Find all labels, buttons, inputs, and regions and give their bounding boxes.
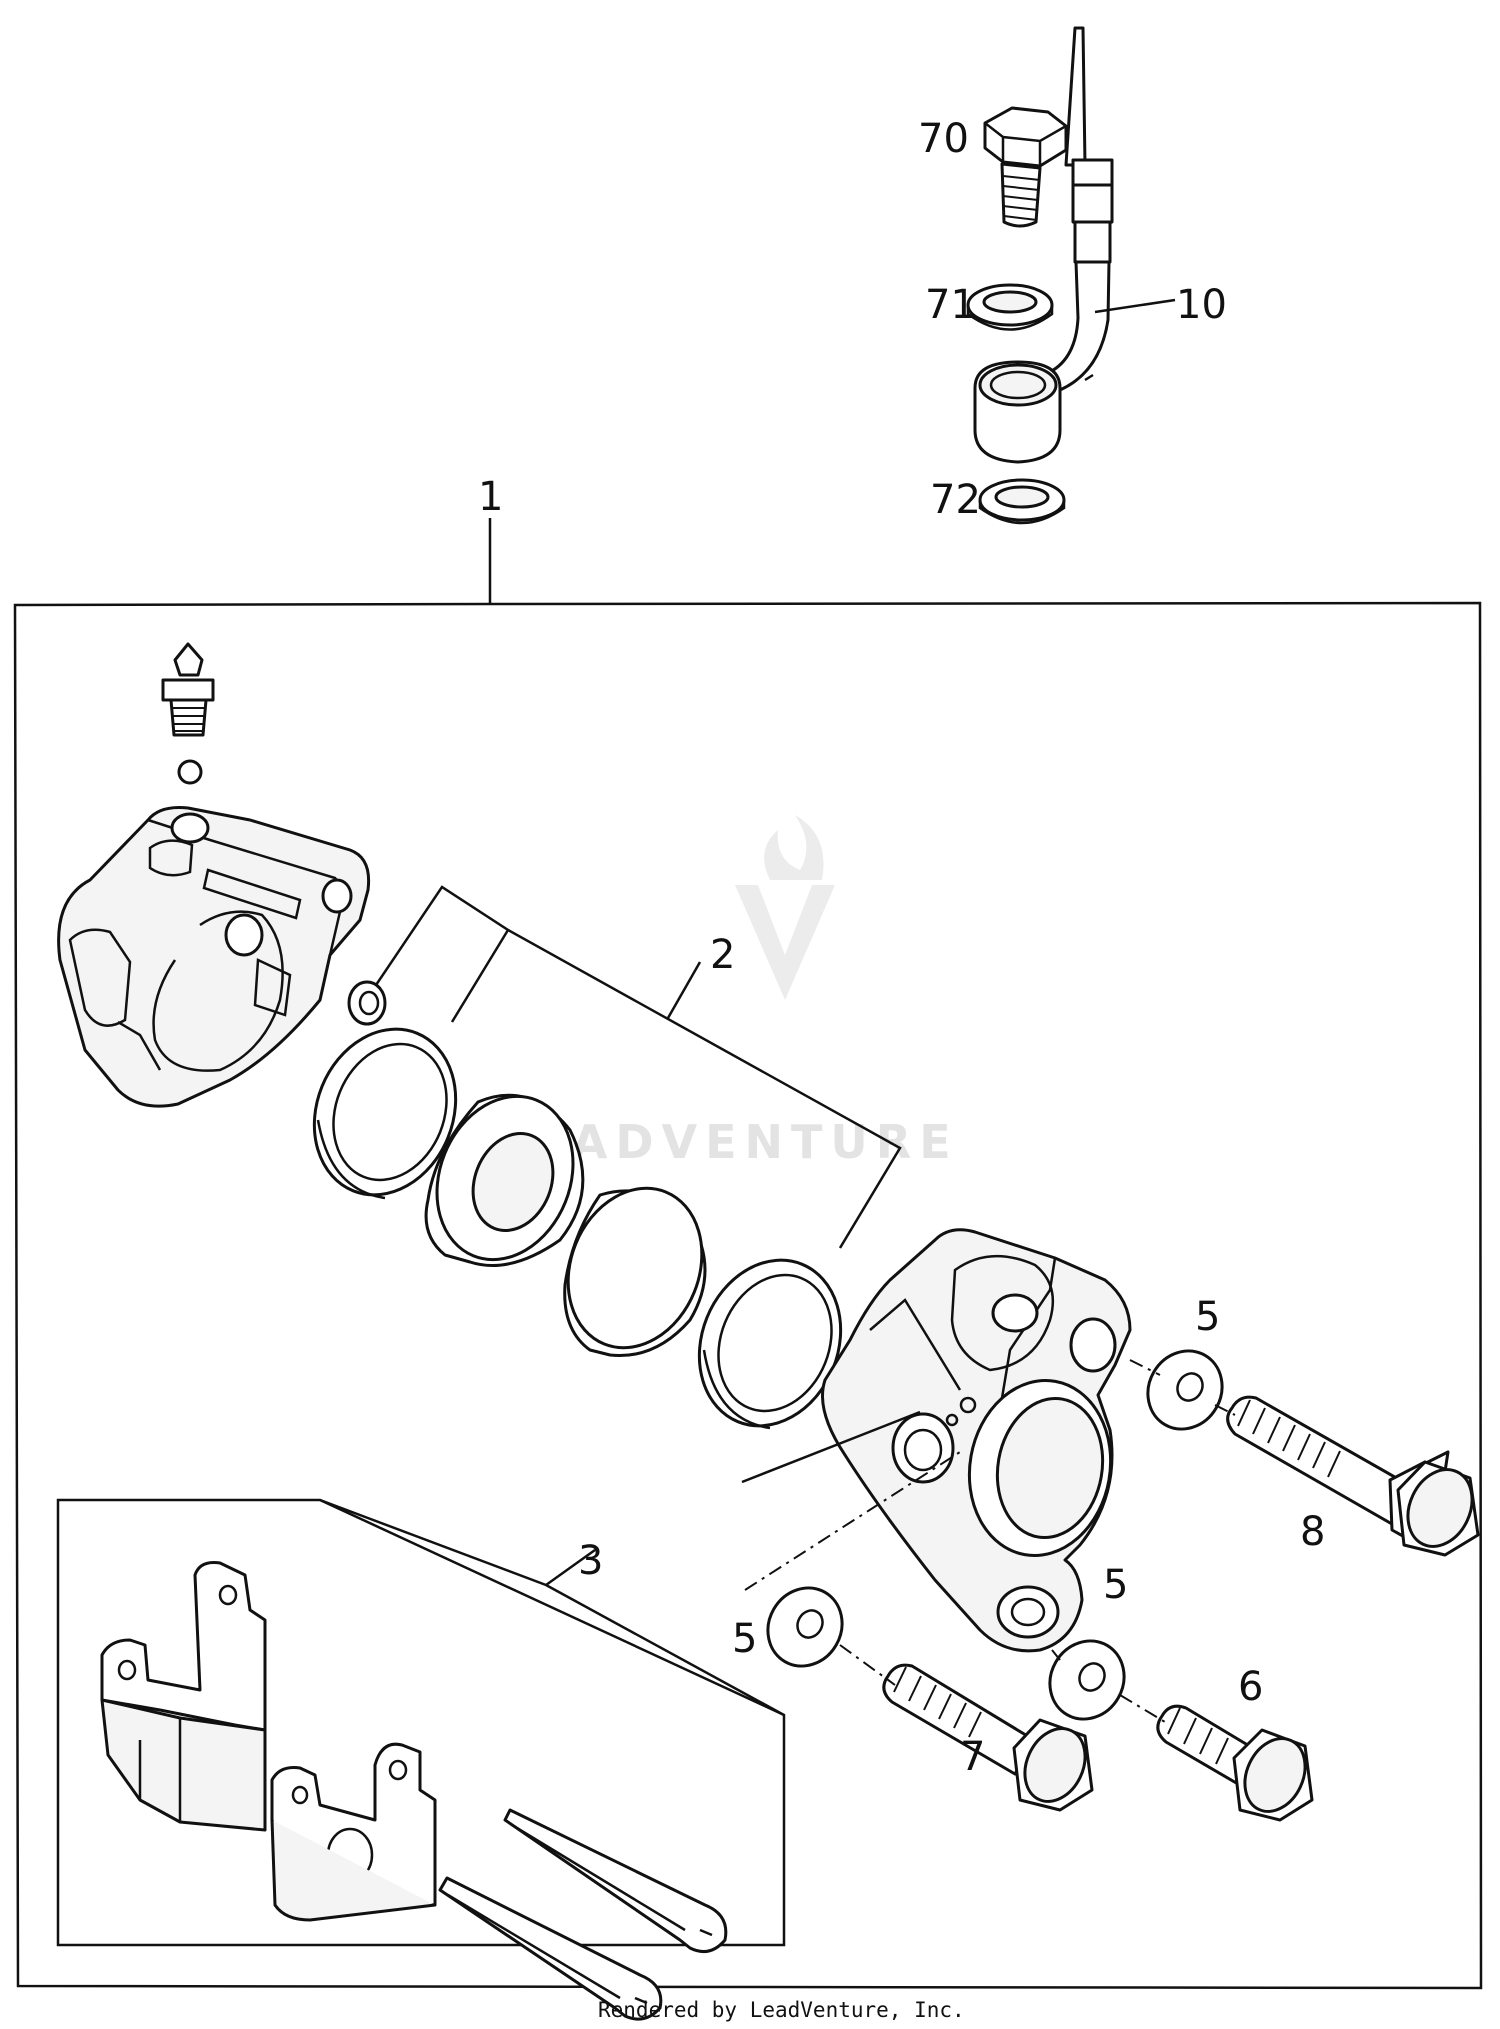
banjo-fitting[interactable] <box>973 360 1062 464</box>
hollow-piston[interactable] <box>413 1076 596 1280</box>
solid-piston[interactable] <box>545 1168 725 1368</box>
callout-70: 70 <box>918 116 969 162</box>
cotter-pin-lower[interactable] <box>438 1876 663 2021</box>
piston-seal-left[interactable] <box>290 1008 480 1217</box>
washer-5-lower-left[interactable] <box>754 1574 856 1679</box>
pad-kit-box <box>56 1498 786 1947</box>
washer-5-upper[interactable] <box>1134 1337 1236 1442</box>
callout-6: 6 <box>1238 1664 1263 1710</box>
callout-1: 1 <box>478 474 503 520</box>
small-o-ring[interactable] <box>347 980 387 1026</box>
callout-8: 8 <box>1300 1509 1325 1555</box>
bolt-8[interactable] <box>1226 1395 1484 1557</box>
callout-71: 71 <box>925 282 976 328</box>
caliper-half-left[interactable] <box>57 806 371 1108</box>
brake-pad-right[interactable] <box>270 1742 437 1922</box>
callout-2: 2 <box>710 932 735 978</box>
washer-71[interactable] <box>966 283 1054 331</box>
callout-3: 3 <box>578 1538 603 1584</box>
assembly-1-frame <box>13 518 1483 1990</box>
bleed-screw[interactable] <box>161 642 215 785</box>
leadventure-watermark: LEADVENTURE <box>495 815 951 1169</box>
cotter-pin-upper[interactable] <box>503 1808 728 1954</box>
bolt-7[interactable] <box>882 1663 1097 1812</box>
washer-5-lower-right[interactable] <box>1036 1627 1138 1732</box>
callout-5-upper: 5 <box>1195 1294 1220 1340</box>
callout-7: 7 <box>960 1734 985 1780</box>
brake-pad-left[interactable] <box>100 1561 267 1832</box>
caliper-half-right[interactable] <box>821 1228 1132 1653</box>
callout-5-left: 5 <box>732 1616 757 1662</box>
leader-lines <box>741 298 1176 1484</box>
callout-72: 72 <box>930 477 981 523</box>
bolt-6[interactable] <box>1156 1704 1317 1822</box>
callout-5-right: 5 <box>1103 1562 1128 1608</box>
callout-2-leaders <box>374 885 902 1249</box>
footer-credit: Rendered by LeadVenture, Inc. <box>598 1998 965 2022</box>
bolt-center-lines <box>744 1359 1236 1723</box>
hose-line <box>1048 26 1114 392</box>
banjo-bolt-70[interactable] <box>983 106 1068 228</box>
callout-10: 10 <box>1176 282 1227 328</box>
washer-72[interactable] <box>978 478 1066 525</box>
piston-seal-right[interactable] <box>675 1239 865 1448</box>
